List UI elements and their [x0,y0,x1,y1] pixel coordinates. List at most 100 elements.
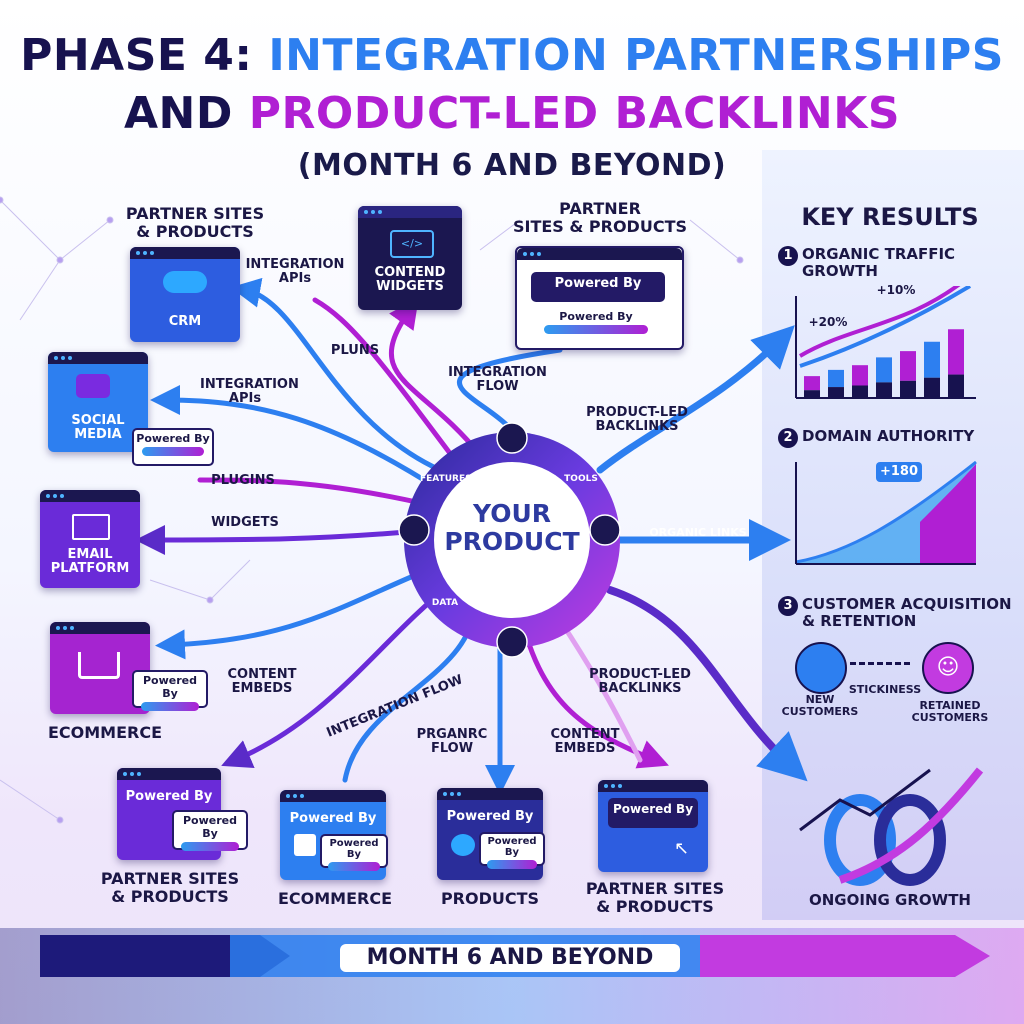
your-product-label: YOUR PRODUCT [440,500,584,555]
organic-traffic-chart [795,286,976,399]
code-icon: </> [390,230,434,258]
traffic-bar [804,390,820,398]
cloud-icon [163,271,207,293]
products-badge: Powered By [479,832,545,869]
crm-window: CRM [130,247,240,342]
page-title-line2: AND PRODUCT-LED BACKLINKS [0,88,1024,139]
ecommerce-bottom-badge: Powered By [320,834,388,871]
flow-label-content-embeds-bottom: CONTENT EMBEDS [550,727,620,757]
powered-by-badge: Powered By [531,272,665,302]
social-badge: Powered By [132,428,214,466]
social-badge-text: Powered By [136,432,210,445]
ring-label-data: DATA [431,598,459,608]
partner-bl-badge: Powered By [172,810,248,851]
page-title: PHASE 4: INTEGRATION PARTNERSHIPS [0,30,1024,81]
products-caption: PRODUCTS [440,889,540,908]
badge-link-bar [141,702,199,711]
title-line2: PRODUCT-LED BACKLINKS [248,88,901,139]
widgets-label: CONTEND WIDGETS [374,265,446,295]
partner-bl-badge1: Powered By [125,789,213,804]
traffic-bar [828,387,844,398]
badge-link-bar [487,860,537,869]
ring-label-features: FEATURES [420,474,472,484]
envelope-icon [72,514,110,540]
flow-label-content-embeds-left: CONTENT EMBEDS [227,667,297,697]
badge-link-bar [328,862,380,871]
partner-br-badge: Powered By [608,798,698,828]
ecommerce-bottom-badge1: Powered By [289,811,377,826]
products-badge-text: Powered By [487,836,537,858]
ecommerce-left-badge: Powered By [132,670,208,711]
traffic-bar [948,374,964,398]
center-line1: YOUR [472,499,551,528]
flow-label-prganrc-flow: PRGANRC FLOW [416,727,488,757]
ecommerce-bottom-window: Powered By Powered By [280,790,388,880]
ecommerce-bottom-caption: ECOMMERCE [277,889,393,908]
result-1-ann-1: +10% [876,283,916,297]
ecommerce-left-badge-text: Powered By [142,674,197,700]
result-2-title: DOMAIN AUTHORITY [802,427,975,445]
cart-icon [78,652,120,679]
traffic-bar [924,377,940,398]
partner-bl-badge-text: Powered By [182,814,237,840]
ongoing-growth-graphic [799,767,984,886]
result-2-number: 2 [778,428,798,448]
traffic-bar [876,357,892,383]
partner-bl-caption: PARTNER SITES & PRODUCTS [100,869,240,906]
flow-label-plugins: PLUGINS [211,473,275,488]
cursor-icon: ↖ [674,838,690,859]
flow-label-product-led-right: PRODUCT-LED BACKLINKS [586,405,688,435]
smiley-icon: ☺ [922,642,974,694]
badge-link-bar [141,447,205,456]
result-3-number: 3 [778,596,798,616]
email-window: EMAIL PLATFORM [40,490,140,588]
timeline-label: MONTH 6 AND BEYOND [340,944,680,973]
ecommerce-bottom-badge-text: Powered By [329,838,379,860]
email-label: EMAIL PLATFORM [50,547,130,577]
ring-label-tools: TOOLS [564,474,598,484]
traffic-bar [948,329,964,375]
traffic-bar [900,380,916,398]
shield-check-icon [294,834,316,856]
traffic-bar [804,376,820,391]
page-subtitle: (MONTH 6 AND BEYOND) [297,148,727,183]
retained-customers-label: RETAINED CUSTOMERS [911,699,989,725]
widgets-window: </> CONTEND WIDGETS [358,206,462,310]
ongoing-growth-label: ONGOING GROWTH [809,891,971,909]
crm-label: CRM [168,314,202,329]
social-window: SOCIAL MEDIA [48,352,148,452]
title-phase: PHASE 4: [20,30,253,81]
flow-label-organic-links: ORGANIC LINKS [649,526,747,539]
partner-top-caption: PARTNER SITES & PRODUCTS [512,199,688,236]
new-customer-icon [795,642,847,694]
badge-text-2: Powered By [559,310,633,323]
result-2-ann: +180 [876,462,922,482]
ecommerce-left-caption: ECOMMERCE [47,723,163,742]
title-and: AND [123,88,233,139]
result-3-title: CUSTOMER ACQUISITION & RETENTION [802,595,1012,630]
badge-link-bar [544,325,648,334]
partner-br-window: Powered By ↖ [598,780,708,872]
partner-br-caption: PARTNER SITES & PRODUCTS [585,879,725,916]
result-1-number: 1 [778,246,798,266]
crm-caption: PARTNER SITES & PRODUCTS [125,204,265,241]
result-1-ann-2: +20% [808,315,848,329]
flow-label-widgets: WIDGETS [211,515,279,530]
traffic-bar [852,365,868,386]
traffic-bar [900,351,916,381]
traffic-bar [828,369,844,388]
flow-label-integration-apis-mid: INTEGRATION APIs [200,377,299,407]
center-line2: PRODUCT [444,526,580,556]
partner-top-window: Powered By Powered By [515,246,684,350]
traffic-bar [852,385,868,398]
badge-text: Powered By [554,276,642,291]
stickiness-label: STICKINESS [848,683,922,696]
title-line1: INTEGRATION PARTNERSHIPS [268,30,1004,81]
new-customers-label: NEW CUSTOMERS [781,693,859,719]
domain-authority-chart [795,460,977,565]
powered-by-badge-2: Powered By [531,308,661,334]
traffic-bar [876,382,892,398]
products-badge1: Powered By [446,809,534,824]
flow-label-integration-apis-top: INTEGRATION APIs [245,257,345,287]
